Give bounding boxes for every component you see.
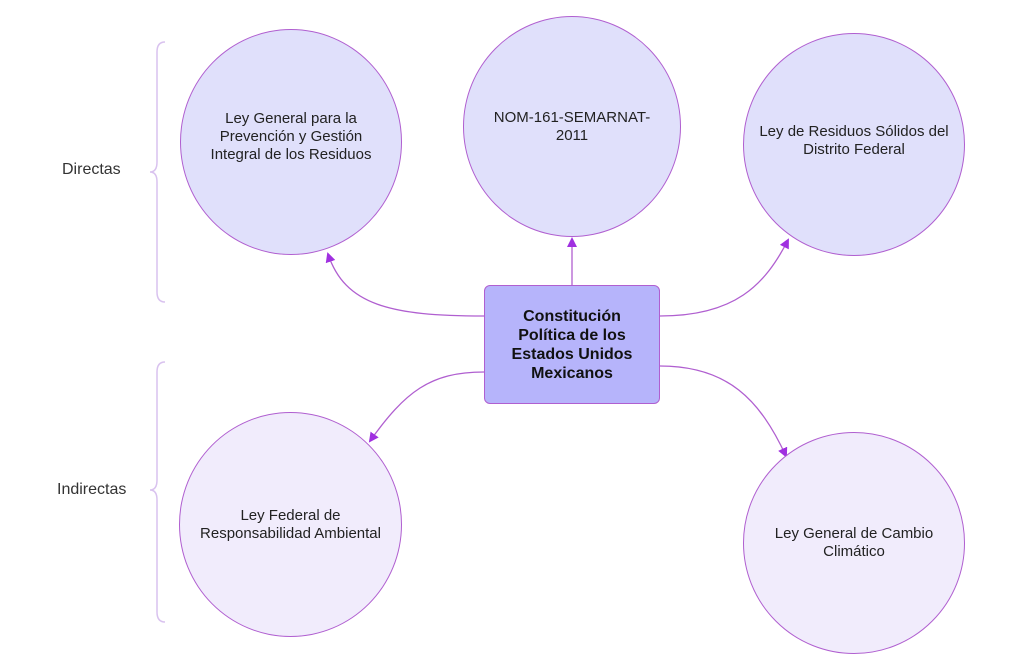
node-lfra-text: Ley Federal de Responsabilidad Ambiental [200,506,381,542]
node-lgcc[interactable]: Ley General de Cambio Climático [743,432,965,654]
node-lgpgir[interactable]: Ley General para la Prevención y Gestión… [180,29,402,255]
bracket-directas [149,41,166,303]
node-lrsdf[interactable]: Ley de Residuos Sólidos del Distrito Fed… [743,33,965,256]
label-indirectas: Indirectas [57,481,127,498]
arrow-to-lrsdf [659,238,789,317]
arrow-to-lgpgir [325,252,485,317]
node-lrsdf-text: Ley de Residuos Sólidos del Distrito Fed… [759,122,949,158]
arrow-to-lfra [368,371,485,443]
arrow-to-lgcc [659,365,788,458]
node-constitucion-text: Constitución Política de los Estados Uni… [511,307,633,382]
node-nom-text: NOM-161-SEMARNAT-2011 [493,108,651,144]
bracket-indirectas [149,361,166,623]
node-nom[interactable]: NOM-161-SEMARNAT-2011 [463,16,681,237]
label-directas: Directas [62,161,121,178]
node-lfra[interactable]: Ley Federal de Responsabilidad Ambiental [179,412,402,637]
node-constitucion[interactable]: Constitución Política de los Estados Uni… [484,285,660,404]
node-lgpgir-text: Ley General para la Prevención y Gestión… [210,110,372,163]
node-lgcc-text: Ley General de Cambio Climático [774,525,934,560]
